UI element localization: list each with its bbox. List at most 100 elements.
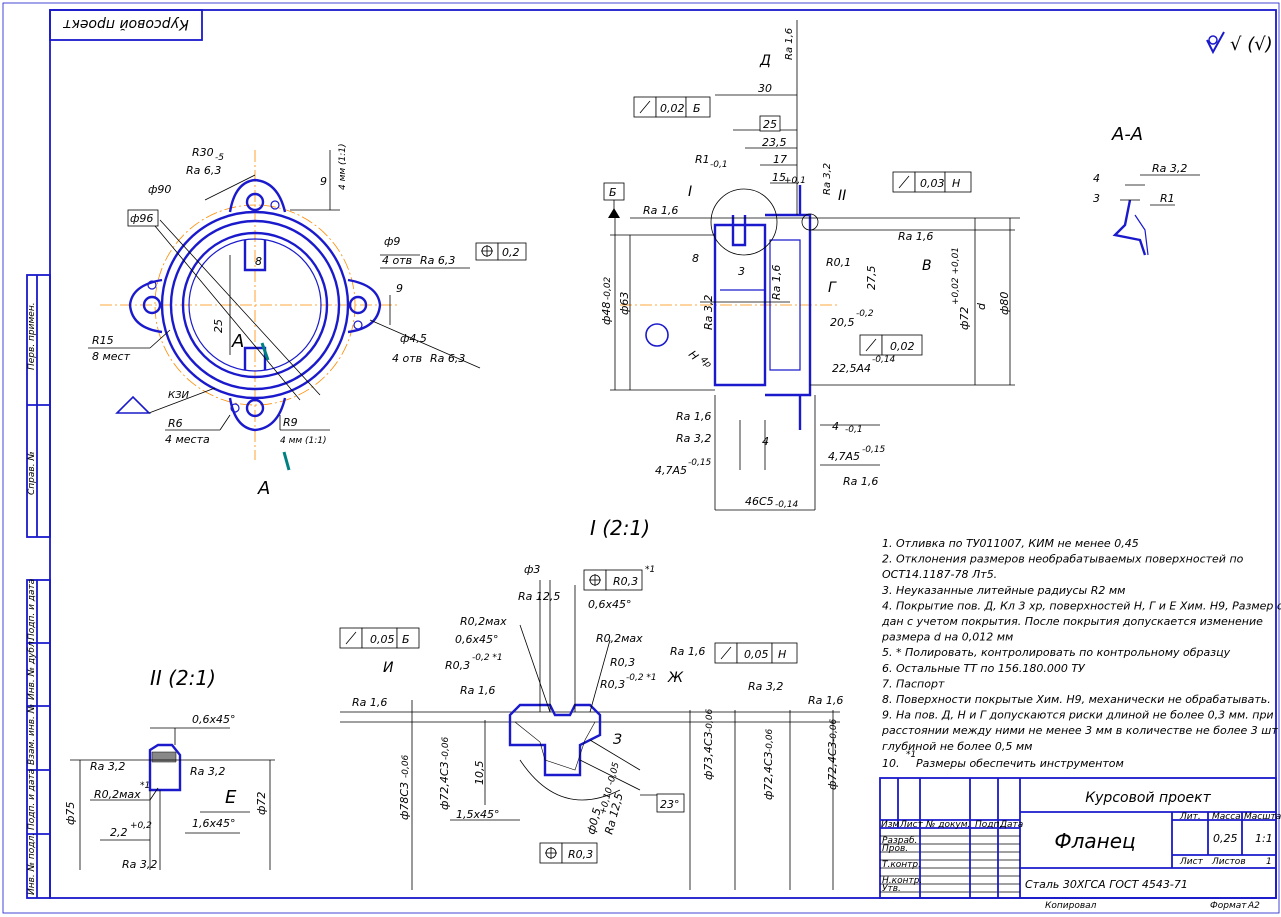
- dim25-label: 25: [212, 319, 225, 333]
- II-ra32-a: Ra 3,2: [90, 760, 125, 773]
- detail-II-title: II (2:1): [150, 666, 216, 690]
- tb-sheets: Листов: [1211, 857, 1246, 867]
- r15-count: 8 мест: [92, 350, 131, 363]
- dim4: 4: [832, 420, 839, 433]
- tb-material: Сталь 30ХГСА ГОСТ 4543-71: [1025, 878, 1188, 891]
- phi724-c-tol: -0,06: [829, 718, 839, 742]
- tb-mass: 0,25: [1213, 832, 1238, 845]
- phi3: ф3: [524, 563, 540, 576]
- ra16-b: Ra 1,6: [460, 684, 495, 697]
- dim225: 22,5А4: [832, 362, 871, 375]
- r02max-b: R0,2мах: [596, 632, 643, 645]
- side-strip: Перв. примен. Справ. № Подп. и дата Инв.…: [26, 274, 51, 899]
- phi72-tol: +0,02 +0,01: [951, 247, 961, 305]
- label-D: Д: [759, 53, 771, 69]
- tb-col-date: Дата: [999, 820, 1023, 830]
- dim25: 25: [763, 118, 777, 131]
- tb-col-doc: № докум.: [925, 820, 970, 830]
- II-ra32-c: Ra 3,2: [122, 858, 157, 871]
- mark-I: I: [688, 184, 692, 200]
- phi724-b-tol: -0,06: [765, 728, 775, 752]
- tb-col-sign: Подп.: [975, 820, 1002, 830]
- ra16-c: Ra 1,6: [670, 645, 705, 658]
- r1-tol: -0,1: [710, 160, 728, 170]
- note-line: размера d на 0,012 мм: [881, 631, 1013, 644]
- strip-podp-data-2: Подп. и дата: [27, 769, 37, 830]
- tb-format-label: Формат: [1210, 901, 1247, 911]
- runout2-val: 0,03: [920, 177, 945, 190]
- dim15: 15: [772, 171, 786, 184]
- r03-a: R0,3: [445, 659, 470, 672]
- dim105: 10,5: [473, 761, 486, 786]
- section-A-top: A: [231, 331, 244, 352]
- ra32-low: Ra 3,2: [676, 432, 711, 445]
- dim47-tol: -0,15: [688, 458, 712, 468]
- phi72: ф72: [958, 307, 971, 330]
- ra16-low: Ra 1,6: [676, 410, 711, 423]
- ra32-bore: Ra 3,2: [702, 295, 715, 330]
- mark-Zh: Ж: [667, 670, 684, 686]
- phi724-a: ф72,4С3: [438, 761, 451, 810]
- tb-col-izm: Изм: [881, 820, 900, 830]
- section-view: Д Ra 1,6 30 0,02 Б 25 23,5 17 15 +0,1 R1…: [600, 20, 1020, 511]
- ra16-mid: Ra 1,6: [898, 230, 933, 243]
- dim4-tol: -0,1: [845, 425, 863, 435]
- II-chamfer06: 0,6х45°: [192, 713, 236, 726]
- chamfer06: 0,6х45°: [588, 598, 632, 611]
- phi734-tol: -0,06: [705, 708, 715, 732]
- phi724-a-tol: -0,06: [441, 736, 451, 760]
- aa-dim3: 3: [1093, 192, 1100, 205]
- note-line: дан с учетом покрытия. После покрытия до…: [881, 615, 1263, 628]
- detail-II: II (2:1) 0,6х45° Ra 3,2 Ra 3,2 R0,2мах *…: [64, 666, 275, 871]
- finish-symbol-text: √ (√): [1230, 34, 1273, 55]
- dim205-tol: -0,2: [856, 309, 874, 319]
- phi724-b: ф72,4С3: [762, 751, 775, 800]
- ra16-a: Ra 1,6: [352, 696, 387, 709]
- r1: R1: [695, 153, 710, 166]
- aa-r1: R1: [1160, 192, 1175, 205]
- note-line: 8. Поверхности покрытые Хим. Н9, механич…: [882, 693, 1271, 706]
- mirrored-project-label: Курсовой проект: [62, 16, 188, 32]
- aa-title: А-А: [1111, 124, 1143, 145]
- angle23: 23°: [660, 798, 680, 811]
- II-phi75: ф75: [64, 802, 77, 825]
- r02max-a: R0,2мах: [460, 615, 507, 628]
- strip-inv-dubl: Инв. № дубл.: [27, 638, 37, 700]
- tb-row-tkontr: Т.контр.: [882, 860, 921, 870]
- tb-sheet: Лист: [1179, 857, 1204, 867]
- dim30: 30: [758, 82, 772, 95]
- phi9-label: ф9: [384, 235, 400, 248]
- ra16-top: Ra 1,6: [784, 28, 795, 60]
- note-line: расстоянии между ними не менее 3 мм в ко…: [881, 724, 1278, 737]
- strip-inv-podl: Инв. № подл.: [27, 833, 37, 895]
- dim4b: 4: [762, 435, 769, 448]
- dim205: 20,5: [830, 316, 855, 329]
- II-dim22-tol: +0,2: [130, 821, 152, 831]
- note10-star: *1: [906, 750, 916, 760]
- runout2-base: Н: [952, 177, 960, 190]
- holes4-a: 4 отв: [382, 254, 412, 267]
- mark-E: Е: [225, 787, 237, 808]
- ra16-left: Ra 1,6: [643, 204, 678, 217]
- r03-b: R0,3: [610, 656, 635, 669]
- chamfer-b: 0,6х45°: [455, 633, 499, 646]
- note-line: ОСТ14.1187-78 Лт5.: [882, 568, 997, 581]
- phi96-label: ф96: [130, 212, 153, 225]
- tb-col-list: Лист: [899, 820, 924, 830]
- tb-format-val: А2: [1247, 901, 1260, 911]
- runout2-base-I: Н: [778, 648, 786, 661]
- ra63-b: Ra 6,3: [430, 352, 465, 365]
- mark-Z: З: [613, 732, 622, 748]
- section-A-bottom: A: [257, 478, 270, 499]
- tb-hdr-scale: Масштаб: [1244, 812, 1281, 822]
- runout-base-I: Б: [402, 633, 410, 646]
- runout3-val: 0,02: [890, 340, 915, 353]
- note-line: глубиной не более 0,5 мм: [882, 740, 1032, 753]
- m4-bottom: 4 мм (1:1): [280, 436, 327, 446]
- ra32-right: Ra 3,2: [822, 163, 833, 195]
- r15-label: R15: [92, 334, 114, 347]
- r03-c-tol: -0,2 *1: [626, 673, 657, 683]
- phi78-tol: -0,06: [401, 754, 411, 778]
- note10-text: Размеры обеспечить инструментом: [916, 757, 1124, 770]
- dim9-top: 9: [320, 175, 327, 188]
